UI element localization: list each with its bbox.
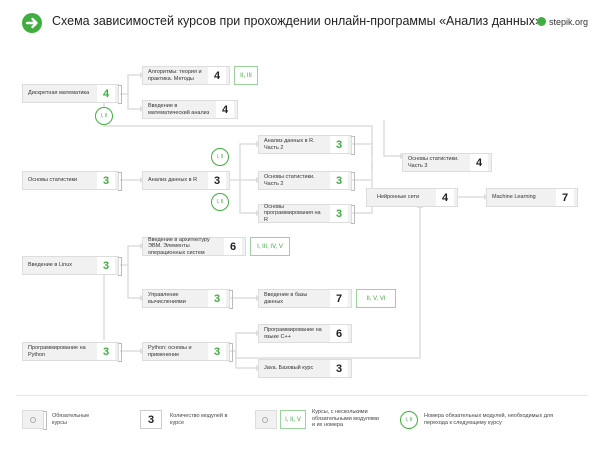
module-count: 3 [330,136,348,153]
course-label: Python: основы и применение [148,345,192,358]
module-count: 3 [208,172,226,189]
course-label: Введение в базы данных [264,292,308,305]
module-count: 3 [330,360,348,377]
prereq-modules-circle: I, II [211,193,229,211]
course-cpp[interactable]: Программирование на языке C++ 6 [258,324,352,343]
module-count: 6 [330,325,348,342]
legend-separator [16,395,588,396]
course-databases[interactable]: Введение в базы данных 7 [258,289,352,308]
course-machine-learning[interactable]: Machine Learning 7 [486,188,578,207]
course-label: Machine Learning [492,194,536,201]
module-count: 7 [556,189,574,206]
legend-count-sample: 3 [140,410,162,429]
stack-marker [118,257,122,276]
module-count: 4 [97,85,115,102]
course-label: Программирование на Python [28,345,86,358]
course-compute-management[interactable]: Управление вычислениями 3 [142,289,233,309]
stepik-logo-icon [536,17,546,26]
course-stats-3[interactable]: Основы статистики. Часть 3 4 [402,153,492,172]
stack-marker [118,343,122,362]
module-count: 3 [97,257,115,274]
page-title: Схема зависимостей курсов при прохождени… [52,14,542,28]
course-r-programming[interactable]: Основы программирования на R 3 [258,203,355,224]
legend-circle-sample: I, II [400,411,418,429]
prereq-modules-circle: I, II [211,148,229,166]
module-count: 4 [216,101,234,118]
stack-marker [118,85,122,104]
module-count: 4 [470,154,488,171]
brand-label: stepik.org [548,17,588,27]
course-computer-architecture[interactable]: Введение в архитектуру ЭВМ. Элементы опе… [142,237,246,256]
legend-multi-sample [255,410,277,429]
legend-mandatory-text: Обязательные курсы [52,413,90,426]
course-discrete-math[interactable]: Дискретная математика 4 [22,84,122,104]
legend-mandatory-sample [22,410,47,430]
legend-circle-text: Номера обязательных модулей, необходимых… [424,413,554,426]
course-label: Нейронные сети [377,194,420,201]
module-count: 3 [97,172,115,189]
module-count: 3 [330,172,348,189]
course-label: Управление вычислениями [148,292,186,305]
stack-marker [351,136,355,155]
module-count: 3 [208,290,226,307]
course-java[interactable]: Java. Базовый курс 3 [258,359,352,378]
stack-marker [118,172,122,191]
course-label: Программирование на языке C++ [264,327,322,340]
course-python-programming[interactable]: Программирование на Python 3 [22,342,122,362]
module-count: 3 [97,343,115,360]
course-r-analysis-2[interactable]: Анализ данных в R. Часть 2 3 [258,135,355,155]
stack-marker [229,290,233,309]
module-count: 3 [330,205,348,222]
stack-marker [351,172,355,191]
legend-multi-text: Курсы, с несколькими обязательными модул… [312,409,379,428]
course-label: Дискретная математика [28,90,90,97]
arrow-right-circle-icon [22,13,42,33]
prereq-modules-circle: I, II [95,107,113,125]
legend-count-number: 3 [147,413,155,426]
course-stats-2[interactable]: Основы статистики. Часть 2 3 [258,171,355,191]
course-label: Основы статистики. Часть 2 [264,174,315,187]
course-algorithms[interactable]: Алгоритмы: теория и практика. Методы 4 [142,66,230,85]
stack-marker [229,343,233,362]
header: Схема зависимостей курсов при прохождени… [0,0,604,46]
module-count: 3 [208,343,226,360]
course-label: Java. Базовый курс [264,365,314,372]
course-label: Основы статистики [28,177,78,184]
course-python-basics[interactable]: Python: основы и применение 3 [142,342,233,362]
course-r-analysis[interactable]: Анализ данных в R 3 [142,171,230,190]
course-label: Введение в архитектуру ЭВМ. Элементы опе… [148,236,210,256]
course-label: Основы статистики. Часть 3 [408,156,459,169]
module-count: 7 [330,290,348,307]
required-modules: II, III [234,66,258,85]
course-label: Основы программирования на R [264,203,321,223]
required-modules: I, III, IV, V [250,237,290,256]
course-stats-basic[interactable]: Основы статистики 3 [22,171,122,191]
course-label: Анализ данных в R [148,177,198,184]
course-label: Введение в математический анализ [148,103,210,116]
required-modules: II, V, VI [356,289,396,308]
module-count: 4 [436,189,454,206]
course-matan[interactable]: Введение в математический анализ 4 [142,100,238,119]
course-label: Введение в Linux [28,262,73,269]
course-label: Алгоритмы: теория и практика. Методы [148,69,202,82]
course-linux[interactable]: Введение в Linux 3 [22,256,122,276]
legend-count-text: Количество модулей в курсе [170,413,228,426]
brand[interactable]: stepik.org [536,17,588,27]
legend-multi-modules: I, II, V [280,410,306,429]
stack-marker [351,205,355,224]
module-count: 6 [224,238,242,255]
course-neural-networks[interactable]: Нейронные сети 4 [366,188,458,207]
course-label: Анализ данных в R. Часть 2 [264,138,315,151]
module-count: 4 [208,67,226,84]
